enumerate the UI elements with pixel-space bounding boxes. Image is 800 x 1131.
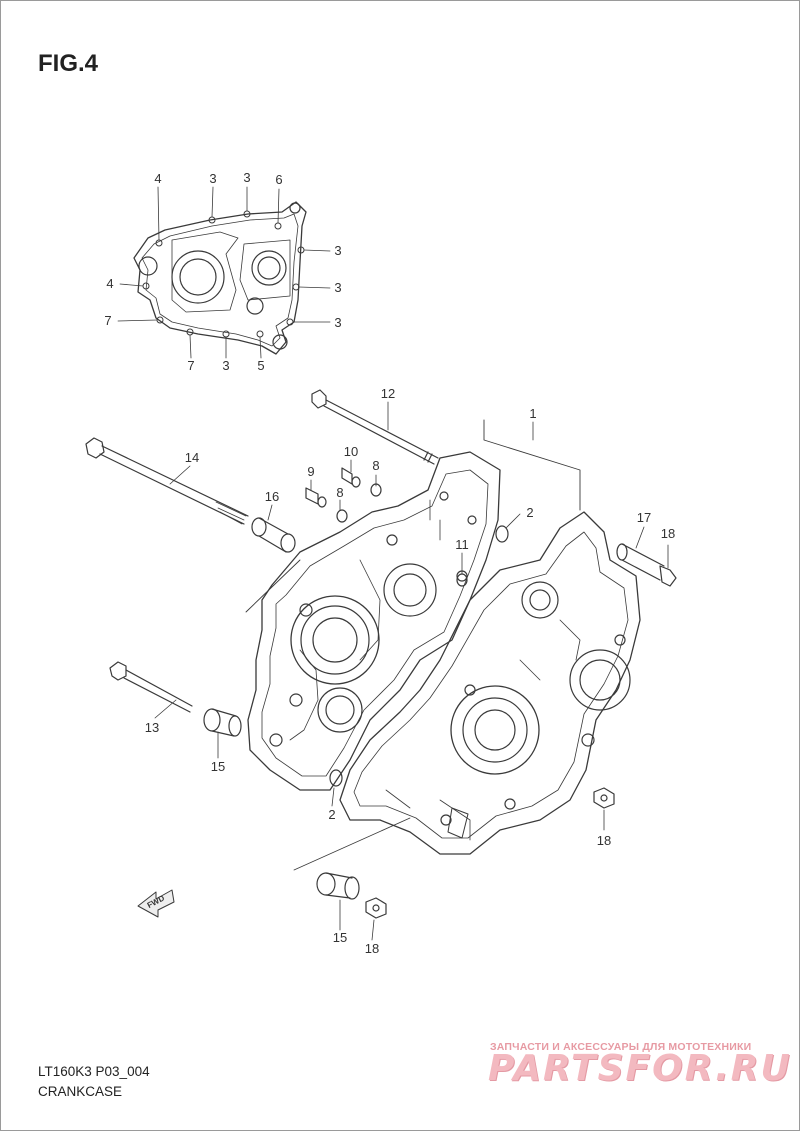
callout-18a: 18: [661, 526, 675, 541]
callout-3d: 3: [334, 280, 341, 295]
callout-4a: 4: [154, 171, 161, 186]
callout-17: 17: [637, 510, 651, 525]
collar-15a: [203, 708, 242, 737]
watermark-logo: PARTSFOR.RU: [488, 1048, 792, 1089]
callout-3f: 3: [222, 358, 229, 373]
callout-11: 11: [455, 537, 469, 552]
crankcase-assembly-drawing: [245, 419, 641, 855]
callout-2a: 2: [526, 505, 533, 520]
callout-15a: 15: [211, 759, 225, 774]
callout-13: 13: [145, 720, 159, 735]
callout-3e: 3: [334, 315, 341, 330]
nut-18a: [365, 897, 387, 919]
callout-4b: 4: [106, 276, 113, 291]
model-code: LT160K3 P03_004: [38, 1064, 150, 1079]
callout-14: 14: [185, 450, 199, 465]
dowel-pins: [329, 525, 509, 787]
gasket-callouts: 4 3 3 6 3 4 3 7 3 7 3 5: [104, 170, 341, 373]
stud-17: [616, 543, 677, 587]
callout-12: 12: [381, 386, 395, 401]
plugs-8-9-10-11: [305, 467, 468, 587]
collar-16: [251, 517, 296, 553]
callout-2b: 2: [328, 807, 335, 822]
callout-7a: 7: [104, 313, 111, 328]
watermark-tagline: ЗАПЧАСТИ И АКСЕССУАРЫ ДЛЯ МОТОТЕХНИКИ: [490, 1041, 752, 1053]
callout-5: 5: [257, 358, 264, 373]
figure-title: FIG.4: [38, 50, 99, 77]
callout-3a: 3: [209, 171, 216, 186]
callout-9: 9: [307, 464, 314, 479]
callout-1: 1: [529, 406, 536, 421]
callout-7b: 7: [187, 358, 194, 373]
crankcase-gasket-drawing: [133, 201, 307, 355]
collar-15b: [316, 872, 360, 900]
bolt-12: [311, 389, 439, 465]
bolt-14: [85, 437, 249, 525]
nut-18b: [593, 787, 615, 809]
fwd-arrow: [137, 889, 175, 918]
callout-8b: 8: [336, 485, 343, 500]
callout-15b: 15: [333, 930, 347, 945]
main-leader-lines: [154, 401, 669, 941]
callout-18c: 18: [365, 941, 379, 956]
callout-6: 6: [275, 172, 282, 187]
callout-3b: 3: [243, 170, 250, 185]
parts-callouts: 12 1 14 10 8 9 8 16 2 11 17 18 13 15 2 1…: [145, 386, 675, 956]
callout-3c: 3: [334, 243, 341, 258]
callout-10: 10: [344, 444, 358, 459]
diagram-caption: CRANKCASE: [38, 1084, 123, 1099]
callout-18b: 18: [597, 833, 611, 848]
gasket-leader-lines: [117, 186, 331, 359]
bolt-13: [109, 661, 193, 713]
callout-8a: 8: [372, 458, 379, 473]
callout-16: 16: [265, 489, 279, 504]
